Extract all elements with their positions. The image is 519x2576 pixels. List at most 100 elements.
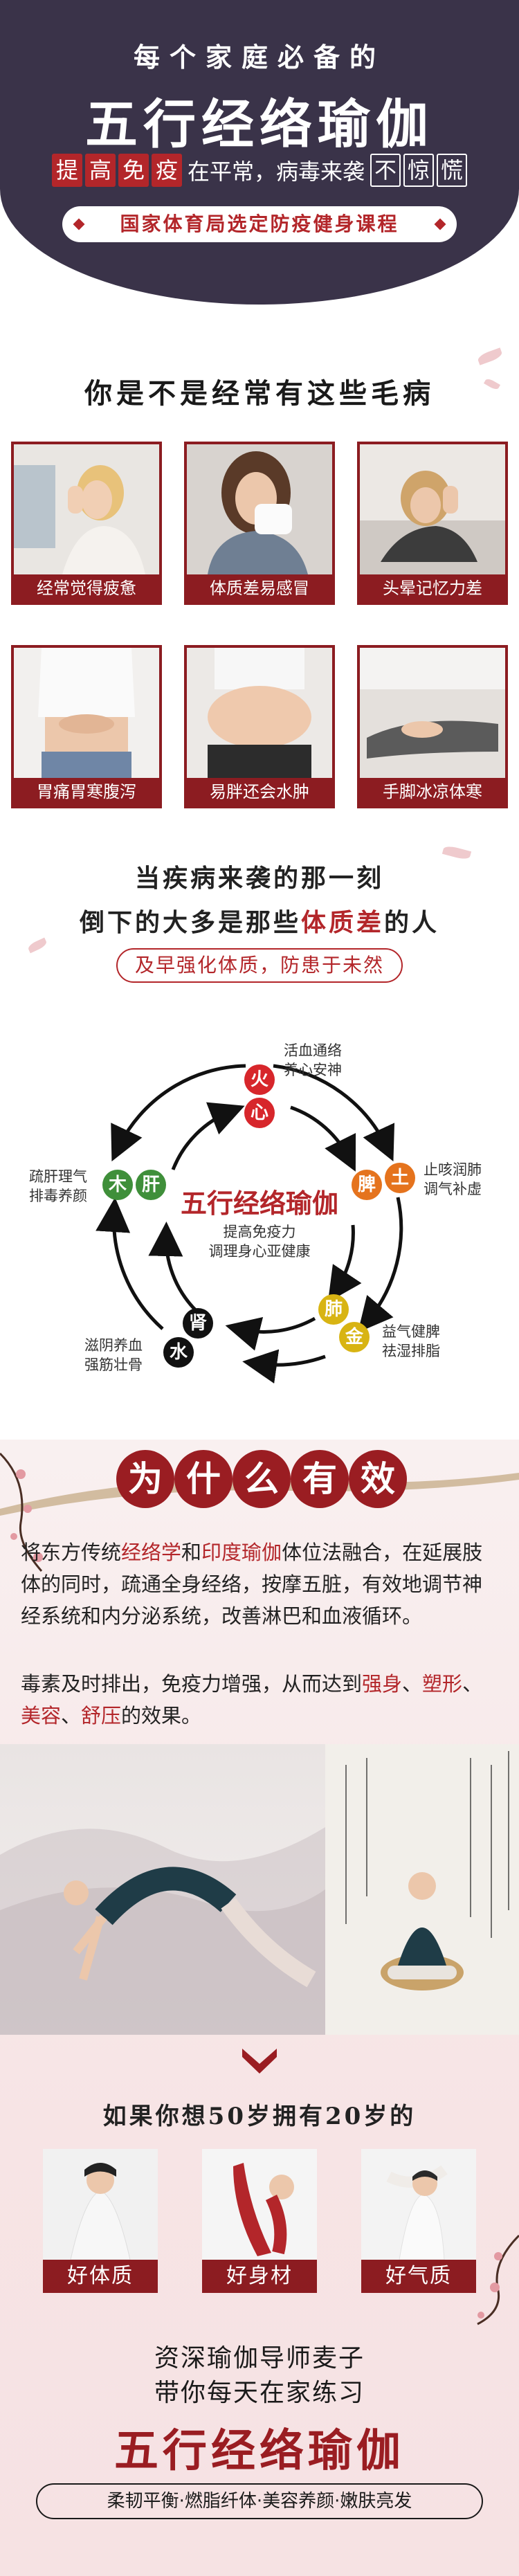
quote-line-2: 倒下的大多是那些体质差的人 [0, 902, 519, 938]
benefit-title: 如果你想50岁拥有20岁的 [102, 2103, 417, 2130]
why-title-char: 为 [116, 1450, 174, 1508]
metal-description: 益气健脾 祛湿排脂 [382, 1322, 440, 1361]
tired-woman-photo [14, 444, 159, 574]
desc-line: 调气补虚 [424, 1181, 482, 1197]
symptom-grid: 经常觉得疲惫 体质差易感冒 头晕记忆力差 [11, 442, 508, 808]
para-text: 、 [402, 1672, 423, 1696]
benefit-label: 好体质 [43, 2260, 158, 2293]
stomach-ache-photo [14, 648, 159, 778]
symptom-label: 体质差易感冒 [187, 574, 332, 602]
yoga-scene-illustration [0, 1744, 519, 2035]
heart-organ-node: 心 [244, 1098, 275, 1128]
chevron-down-icon [242, 2049, 277, 2074]
why-title: 为 什 么 有 效 [0, 1450, 519, 1519]
metal-element-node: 金 [339, 1322, 370, 1352]
para-text: 、 [61, 1704, 82, 1727]
good-figure-photo [202, 2149, 317, 2260]
cycle-center-title: 五行经络瑜伽 [180, 1188, 338, 1219]
header-subline: 提高免疫在平常，病毒来袭不惊慌 [0, 154, 519, 187]
boxed-char: 免 [118, 154, 149, 187]
desc-line: 益气健脾 [382, 1323, 440, 1340]
why-title-char: 么 [233, 1450, 291, 1508]
good-temperament-photo [361, 2149, 476, 2260]
quote-text: 的人 [384, 908, 440, 937]
benefit-card: 好体质 [43, 2149, 158, 2294]
water-description: 滋阴养血 强筋壮骨 [84, 1336, 143, 1375]
cycle-arrows [95, 1064, 403, 1384]
water-element-node: 水 [163, 1337, 194, 1368]
symptom-card: 手脚冰凉体寒 [357, 645, 508, 808]
para-text: 、 [462, 1672, 483, 1696]
symptoms-title: 你是不是经常有这些毛病 [84, 377, 435, 410]
why-paragraph-2: 毒素及时排出，免疫力增强，从而达到强身、塑形、美容、舒压的效果。 [21, 1668, 498, 1732]
desc-line: 滋阴养血 [84, 1337, 143, 1354]
symptom-card: 体质差易感冒 [184, 442, 335, 605]
teacher-line-1: 资深瑜伽导师麦子 [154, 2344, 365, 2373]
symptom-card: 易胖还会水肿 [184, 645, 335, 808]
center-sub-line: 提高免疫力 [223, 1224, 296, 1240]
quote-line-1: 当疾病来袭的那一刻 [134, 864, 384, 893]
fire-element-node: 火 [244, 1064, 275, 1095]
para-highlight: 经络学 [121, 1541, 182, 1564]
footer-title: 五行经络瑜伽 [114, 2425, 405, 2477]
para-text: 和 [181, 1541, 202, 1564]
para-text: 将东方传统 [21, 1541, 122, 1564]
petal-decoration [476, 347, 504, 365]
para-highlight: 强身 [362, 1672, 403, 1696]
outlined-char: 慌 [437, 154, 467, 187]
para-highlight: 舒压 [81, 1704, 122, 1727]
earth-element-node: 土 [385, 1163, 415, 1193]
why-title-char: 效 [349, 1450, 407, 1508]
para-text: 的效果。 [121, 1704, 202, 1727]
desc-line: 止咳润肺 [424, 1161, 482, 1178]
header-title: 五行经络瑜伽 [85, 93, 434, 155]
center-sub-line: 调理身心亚健康 [208, 1243, 311, 1260]
liver-organ-node: 肝 [136, 1170, 166, 1200]
symptom-label: 手脚冰凉体寒 [360, 778, 505, 806]
cold-feet-photo [360, 648, 505, 778]
wood-description: 疏肝理气 排毒养颜 [29, 1167, 87, 1206]
benefit-tags: 柔韧平衡·燃脂纤体·美容养颜·嫩肤亮发 [36, 2483, 483, 2519]
desc-line: 养心安神 [284, 1062, 342, 1078]
course-banner: 国家体育局选定防疫健身课程 [62, 206, 457, 242]
lung-organ-node: 肺 [318, 1294, 349, 1325]
benefit-card: 好身材 [202, 2149, 317, 2294]
benefit-label: 好气质 [361, 2260, 476, 2293]
symptom-card: 经常觉得疲惫 [11, 442, 162, 605]
fire-description: 活血通络 养心安神 [284, 1041, 342, 1080]
desc-line: 祛湿排脂 [382, 1343, 440, 1359]
outlined-char: 不 [370, 154, 401, 187]
quote-highlight: 体质差 [300, 908, 384, 937]
para-highlight: 印度瑜伽 [201, 1541, 282, 1564]
subline-text: 在平常，病毒来袭 [187, 158, 365, 185]
petal-decoration [26, 937, 48, 954]
benefit-label: 好身材 [202, 2260, 317, 2293]
symptom-card: 胃痛胃寒腹泻 [11, 645, 162, 808]
teacher-line-2: 带你每天在家练习 [154, 2379, 365, 2407]
plum-blossom-branch [477, 2234, 519, 2325]
plum-blossom-branch [0, 1452, 43, 1572]
para-highlight: 塑形 [422, 1672, 463, 1696]
header-banner: 每个家庭必备的 五行经络瑜伽 提高免疫在平常，病毒来袭不惊慌 国家体育局选定防疫… [0, 0, 519, 305]
benefit-card: 好气质 [361, 2149, 476, 2294]
desc-line: 疏肝理气 [29, 1168, 87, 1185]
symptom-label: 头晕记忆力差 [360, 574, 505, 602]
para-highlight: 美容 [21, 1704, 62, 1727]
belly-fat-photo [187, 648, 332, 778]
symptom-label: 胃痛胃寒腹泻 [14, 778, 159, 806]
spleen-organ-node: 脾 [352, 1170, 382, 1200]
desc-line: 活血通络 [284, 1042, 342, 1059]
five-element-cycle: 火 心 活血通络 养心安神 脾 土 止咳润肺 调气补虚 肺 金 益气健脾 祛湿排… [0, 1024, 519, 1412]
why-paragraph-1: 将东方传统经络学和印度瑜伽体位法融合，在延展肢体的同时，疏通全身经络，按摩五脏，… [21, 1536, 498, 1632]
boxed-char: 提 [51, 154, 82, 187]
why-title-char: 有 [291, 1450, 349, 1508]
boxed-char: 疫 [151, 154, 182, 187]
quote-text: 倒下的大多是那些 [79, 908, 301, 937]
kidney-organ-node: 肾 [183, 1308, 213, 1339]
desc-line: 强筋壮骨 [84, 1357, 143, 1373]
yoga-pose-photo [0, 1744, 519, 2035]
symptom-label: 经常觉得疲惫 [14, 574, 159, 602]
wood-element-node: 木 [102, 1170, 133, 1200]
header-tagline: 每个家庭必备的 [133, 42, 385, 73]
